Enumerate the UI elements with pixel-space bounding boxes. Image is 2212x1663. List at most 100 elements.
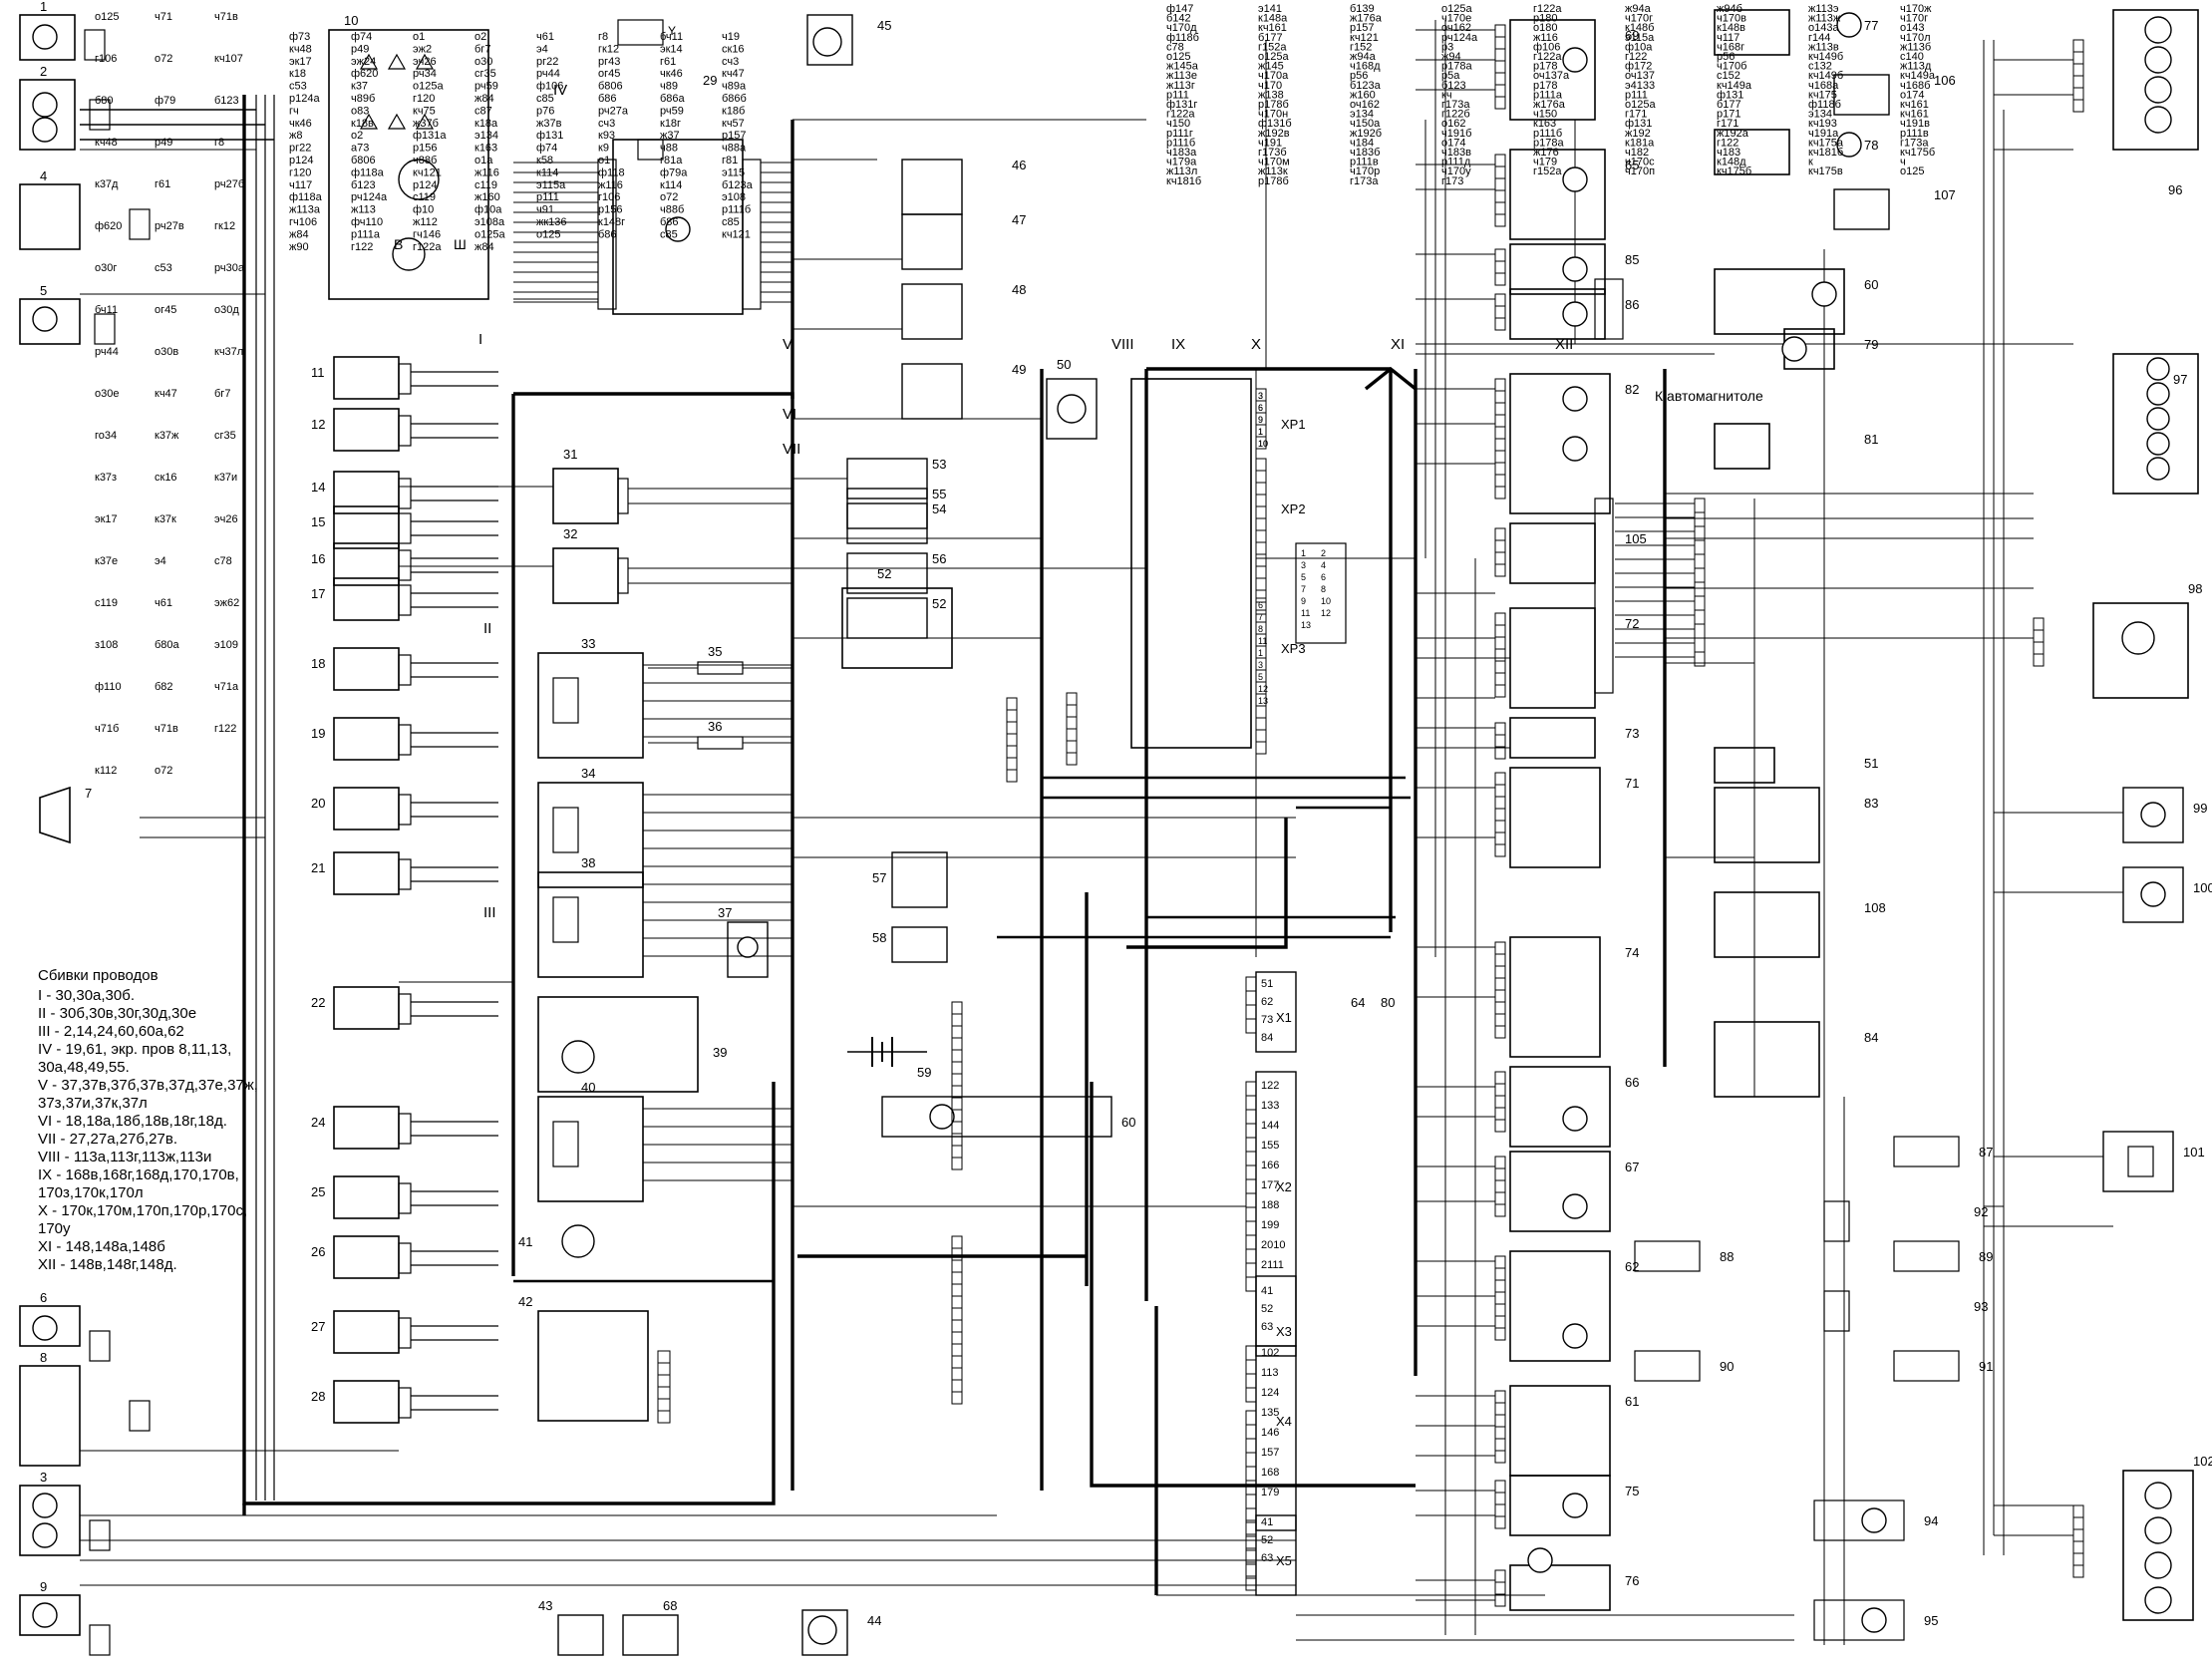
wire-label: к181а (1625, 137, 1655, 149)
connector-label: Х3 (1276, 1324, 1292, 1339)
component-number: 25 (311, 1184, 325, 1199)
component-box (1494, 260, 1506, 274)
component-box (951, 1331, 963, 1345)
component-box (1494, 660, 1506, 674)
wire-label: ф131 (536, 130, 563, 142)
harness-label: VIII (1111, 336, 1134, 353)
relay-coil (552, 896, 579, 943)
wire-label: ж113е (1166, 70, 1197, 82)
pin-connector (657, 1374, 671, 1388)
wire-label: эк14 (660, 43, 683, 55)
wire-label: к148в (1717, 22, 1745, 34)
component-number: 52 (932, 596, 946, 611)
component-box (951, 1097, 963, 1111)
wire-label: о125 (1166, 51, 1190, 63)
component-number: 101 (2183, 1145, 2205, 1160)
component-number: 34 (581, 766, 595, 781)
wire-label: к37е (95, 555, 118, 567)
component-67 (1509, 1151, 1611, 1232)
component-box (1494, 1515, 1506, 1529)
wire-label: ф10а (474, 204, 502, 216)
component-number: 99 (2193, 801, 2207, 816)
pin-number: 10 (1321, 596, 1331, 606)
switch-28 (333, 1380, 400, 1424)
wire-label: ч170г (1625, 13, 1653, 25)
wire-label: о30 (474, 56, 492, 68)
component-box (2072, 51, 2084, 65)
component-box (1494, 965, 1506, 979)
component-number: 90 (1720, 1359, 1734, 1374)
radio-note: К автомагнитоле (1655, 388, 1763, 404)
wire-label: э109 (214, 639, 238, 651)
component-86 (1509, 288, 1606, 340)
component-number: 41 (518, 1234, 532, 1249)
wire-label: ч150а (1350, 118, 1381, 130)
wire-label: ч150 (1533, 109, 1557, 121)
wire-label: ч170п (1625, 166, 1655, 177)
wire-label: о72 (660, 191, 678, 203)
component-number: 71 (1625, 776, 1639, 791)
pin-number: 199 (1261, 1219, 1279, 1231)
component-number: 58 (872, 930, 886, 945)
component-105 (1509, 522, 1596, 584)
pin-number: 3 (1258, 391, 1263, 401)
component-box (1494, 1001, 1506, 1015)
harness-label: IV (553, 82, 567, 99)
motor-icon (737, 936, 759, 958)
component-number: 108 (1864, 900, 1886, 915)
wire-label: г61 (660, 56, 676, 68)
wire-label: кч181б (1808, 147, 1843, 159)
component-number: 86 (1625, 297, 1639, 312)
wire-label: ч170 (1258, 80, 1282, 92)
component-box (1245, 1424, 1257, 1440)
wire-label: ск16 (722, 43, 745, 55)
component-number: 11 (311, 365, 325, 380)
wire-label: ж192в (1258, 128, 1290, 140)
component-box (1255, 717, 1267, 731)
wire-label: б86 (598, 93, 617, 105)
component-box (1494, 1492, 1506, 1505)
component-box (951, 1367, 963, 1381)
component-box (1494, 551, 1506, 565)
wire-label: г122б (1441, 109, 1470, 121)
component-box (1245, 1387, 1257, 1403)
component-number: 107 (1934, 187, 1956, 202)
legend-line: VIII - 113а,113г,113ж,113и (38, 1149, 212, 1165)
wire-label: кч161 (1258, 22, 1287, 34)
wire-label: кч149б (1808, 51, 1843, 63)
wire-label: к18 (289, 68, 306, 80)
component-box (2072, 1516, 2084, 1530)
wire-label: оч162 (1350, 99, 1380, 111)
component-number: 19 (311, 726, 325, 741)
wire-label: э108а (474, 216, 505, 228)
component-box (1494, 843, 1506, 857)
component-number: 64 (1351, 995, 1365, 1010)
wire-label: ж37б (413, 118, 439, 130)
wire-label: р111 (1166, 89, 1189, 101)
module-32 (552, 547, 619, 604)
pin-number: 188 (1261, 1199, 1279, 1211)
wire-label: г8 (214, 137, 224, 149)
wire-label: к9 (598, 143, 609, 155)
component-box (1255, 517, 1267, 531)
pin-number: 3 (1258, 660, 1263, 670)
component-74 (1509, 936, 1601, 1058)
wire-label: ч170с (1625, 157, 1655, 168)
relay-106 (1833, 74, 1890, 116)
component-box (1494, 1503, 1506, 1517)
component-number: 72 (1625, 616, 1639, 631)
component-number: 55 (932, 487, 946, 501)
component-box (951, 1355, 963, 1369)
component-box (951, 1247, 963, 1261)
wire-label: р111б (1533, 128, 1562, 140)
heater-icon (2127, 1146, 2154, 1177)
component-box (2072, 1540, 2084, 1554)
component-box (951, 1145, 963, 1159)
component-box (1494, 378, 1506, 392)
wire-label: ч117 (289, 179, 312, 191)
component-box (1494, 722, 1506, 736)
component-box (1494, 1095, 1506, 1109)
component-box (1494, 1013, 1506, 1027)
wire-label: ч89а (722, 81, 747, 93)
